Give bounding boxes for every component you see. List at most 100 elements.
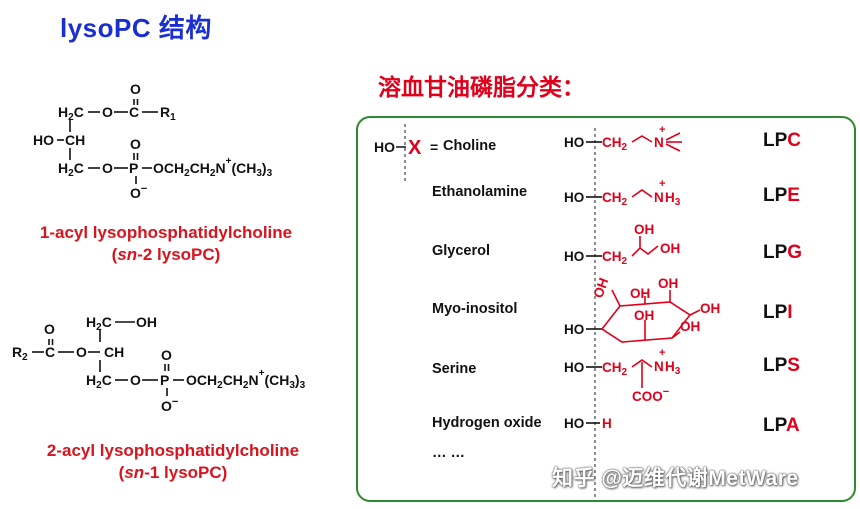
lp-label-lps: LPS xyxy=(763,355,800,377)
svg-text:O: O xyxy=(102,104,113,120)
svg-text:N: N xyxy=(654,135,664,150)
svg-text:CH: CH xyxy=(65,132,85,148)
svg-text:HO: HO xyxy=(564,416,584,431)
caption-rest: -2 lysoPC) xyxy=(137,245,221,264)
structure-2-caption-line1: 2-acyl lysophosphatidylcholine xyxy=(46,441,300,460)
lp-prefix: LP xyxy=(763,130,788,151)
lp-label-lpc: LPC xyxy=(763,130,801,152)
svg-text:O−: O− xyxy=(130,183,147,201)
headgroup-serine: Serine xyxy=(432,361,477,377)
lp-letter: G xyxy=(787,242,803,263)
paren-open: ( xyxy=(118,463,125,482)
svg-text:R2: R2 xyxy=(12,344,28,363)
svg-text:CH: CH xyxy=(104,344,124,360)
svg-text:C: C xyxy=(45,344,55,360)
headgroup-choline: Choline xyxy=(443,138,497,154)
lp-label-lpg: LPG xyxy=(763,242,802,264)
headgroup-glycerol: Glycerol xyxy=(432,243,491,259)
lp-prefix: LP xyxy=(763,355,788,376)
svg-text:OH: OH xyxy=(136,314,157,330)
svg-text:O: O xyxy=(102,160,113,176)
svg-text:HO: HO xyxy=(564,360,584,375)
general-formula: HO X = xyxy=(374,137,438,159)
lp-prefix: LP xyxy=(763,185,788,206)
page-title: lysoPC 结构 xyxy=(60,13,212,43)
svg-text:N: N xyxy=(654,359,664,374)
svg-text:O: O xyxy=(44,321,55,337)
svg-text:+: + xyxy=(659,347,665,359)
structure-2-caption-line2: (sn-1 lysoPC) xyxy=(0,462,346,484)
svg-text:H2C: H2C xyxy=(86,372,112,391)
lp-letter: A xyxy=(785,415,800,436)
svg-text:OH: OH xyxy=(634,308,654,323)
svg-text:HO: HO xyxy=(564,249,584,264)
svg-text:OCH2CH2N+(CH3)3: OCH2CH2N+(CH3)3 xyxy=(153,156,273,179)
svg-text:OH: OH xyxy=(700,301,720,316)
lp-prefix: LP xyxy=(763,302,788,323)
headgroup-structures: HO CH2 N + HO CH2 N + H3 HO CH2 OH OH HO… xyxy=(564,124,720,431)
svg-text:N: N xyxy=(654,190,664,205)
svg-text:OH: OH xyxy=(634,222,654,237)
sn-italic: sn xyxy=(124,463,145,482)
svg-text:H3: H3 xyxy=(665,190,681,208)
svg-text:OH: OH xyxy=(658,276,678,291)
headgroup-hydrogen-oxide: Hydrogen oxide xyxy=(432,415,542,431)
svg-text:HO: HO xyxy=(564,135,584,150)
headgroup-divider xyxy=(594,128,596,500)
svg-text:O: O xyxy=(130,136,141,152)
structure-2-acyl-lysopc: H2C OH O R2 C O CH H2C O P O O− OCH2CH2N… xyxy=(12,314,306,414)
svg-text:OH: OH xyxy=(660,241,680,256)
svg-text:+: + xyxy=(659,178,665,190)
svg-text:CH2: CH2 xyxy=(602,190,628,208)
lp-prefix: LP xyxy=(763,415,786,436)
svg-text:HO: HO xyxy=(564,322,584,337)
general-eq: = xyxy=(430,139,438,155)
svg-text:R1: R1 xyxy=(160,104,176,123)
lp-prefix: LP xyxy=(763,242,788,263)
svg-text:O: O xyxy=(76,344,87,360)
svg-text:CH2: CH2 xyxy=(602,249,628,267)
svg-text:OH: OH xyxy=(680,319,700,334)
lp-letter: E xyxy=(787,185,800,206)
svg-text:OH: OH xyxy=(590,276,611,300)
classification-heading: 溶血甘油磷脂分类： xyxy=(378,74,585,100)
sn-italic: sn xyxy=(117,245,138,264)
svg-text:+: + xyxy=(659,124,665,136)
svg-text:O: O xyxy=(130,372,141,388)
svg-text:HO: HO xyxy=(564,190,584,205)
structure-1-caption-line2: (sn-2 lysoPC) xyxy=(0,244,332,266)
general-ho: HO xyxy=(374,139,395,155)
svg-text:CH2: CH2 xyxy=(602,135,628,153)
svg-text:H3: H3 xyxy=(665,359,681,377)
watermark: 知乎 @迈维代谢MetWare xyxy=(552,467,799,490)
lp-letter: C xyxy=(787,130,802,151)
svg-text:OCH2CH2N+(CH3)3: OCH2CH2N+(CH3)3 xyxy=(186,368,306,391)
structure-1-caption-line1: 1-acyl lysophosphatidylcholine xyxy=(39,223,293,242)
svg-text:H: H xyxy=(602,416,612,431)
general-divider xyxy=(404,124,406,182)
structure-2-caption: 2-acyl lysophosphatidylcholine (sn-1 lys… xyxy=(0,440,346,484)
svg-text:O: O xyxy=(161,347,172,363)
headgroup-myo-inositol: Myo-inositol xyxy=(432,301,518,317)
general-x: X xyxy=(408,137,422,159)
structure-1-acyl-lysopc: H2C O C O R1 HO CH H2C O P O O− OCH2CH2N… xyxy=(33,81,273,201)
lp-label-lpe: LPE xyxy=(763,185,800,207)
structure-1-caption: 1-acyl lysophosphatidylcholine (sn-2 lys… xyxy=(0,222,332,266)
caption-rest: -1 lysoPC) xyxy=(144,463,228,482)
svg-text:OH: OH xyxy=(630,286,650,301)
svg-text:O−: O− xyxy=(161,396,178,414)
svg-text:P: P xyxy=(160,372,169,388)
lp-label-lpi: LPI xyxy=(763,302,793,324)
classification-panel xyxy=(356,116,856,502)
paren-open: ( xyxy=(111,245,118,264)
lp-label-lpa: LPA xyxy=(763,415,800,437)
lp-letter: S xyxy=(787,355,800,376)
headgroup-ethanolamine: Ethanolamine xyxy=(432,184,528,200)
ellipsis: … … xyxy=(432,445,466,461)
svg-text:HO: HO xyxy=(33,132,54,148)
svg-text:O: O xyxy=(130,81,141,97)
lp-letter: I xyxy=(787,302,793,323)
svg-text:C: C xyxy=(129,104,139,120)
svg-text:H2C: H2C xyxy=(58,104,84,123)
svg-text:CH2: CH2 xyxy=(602,360,628,378)
